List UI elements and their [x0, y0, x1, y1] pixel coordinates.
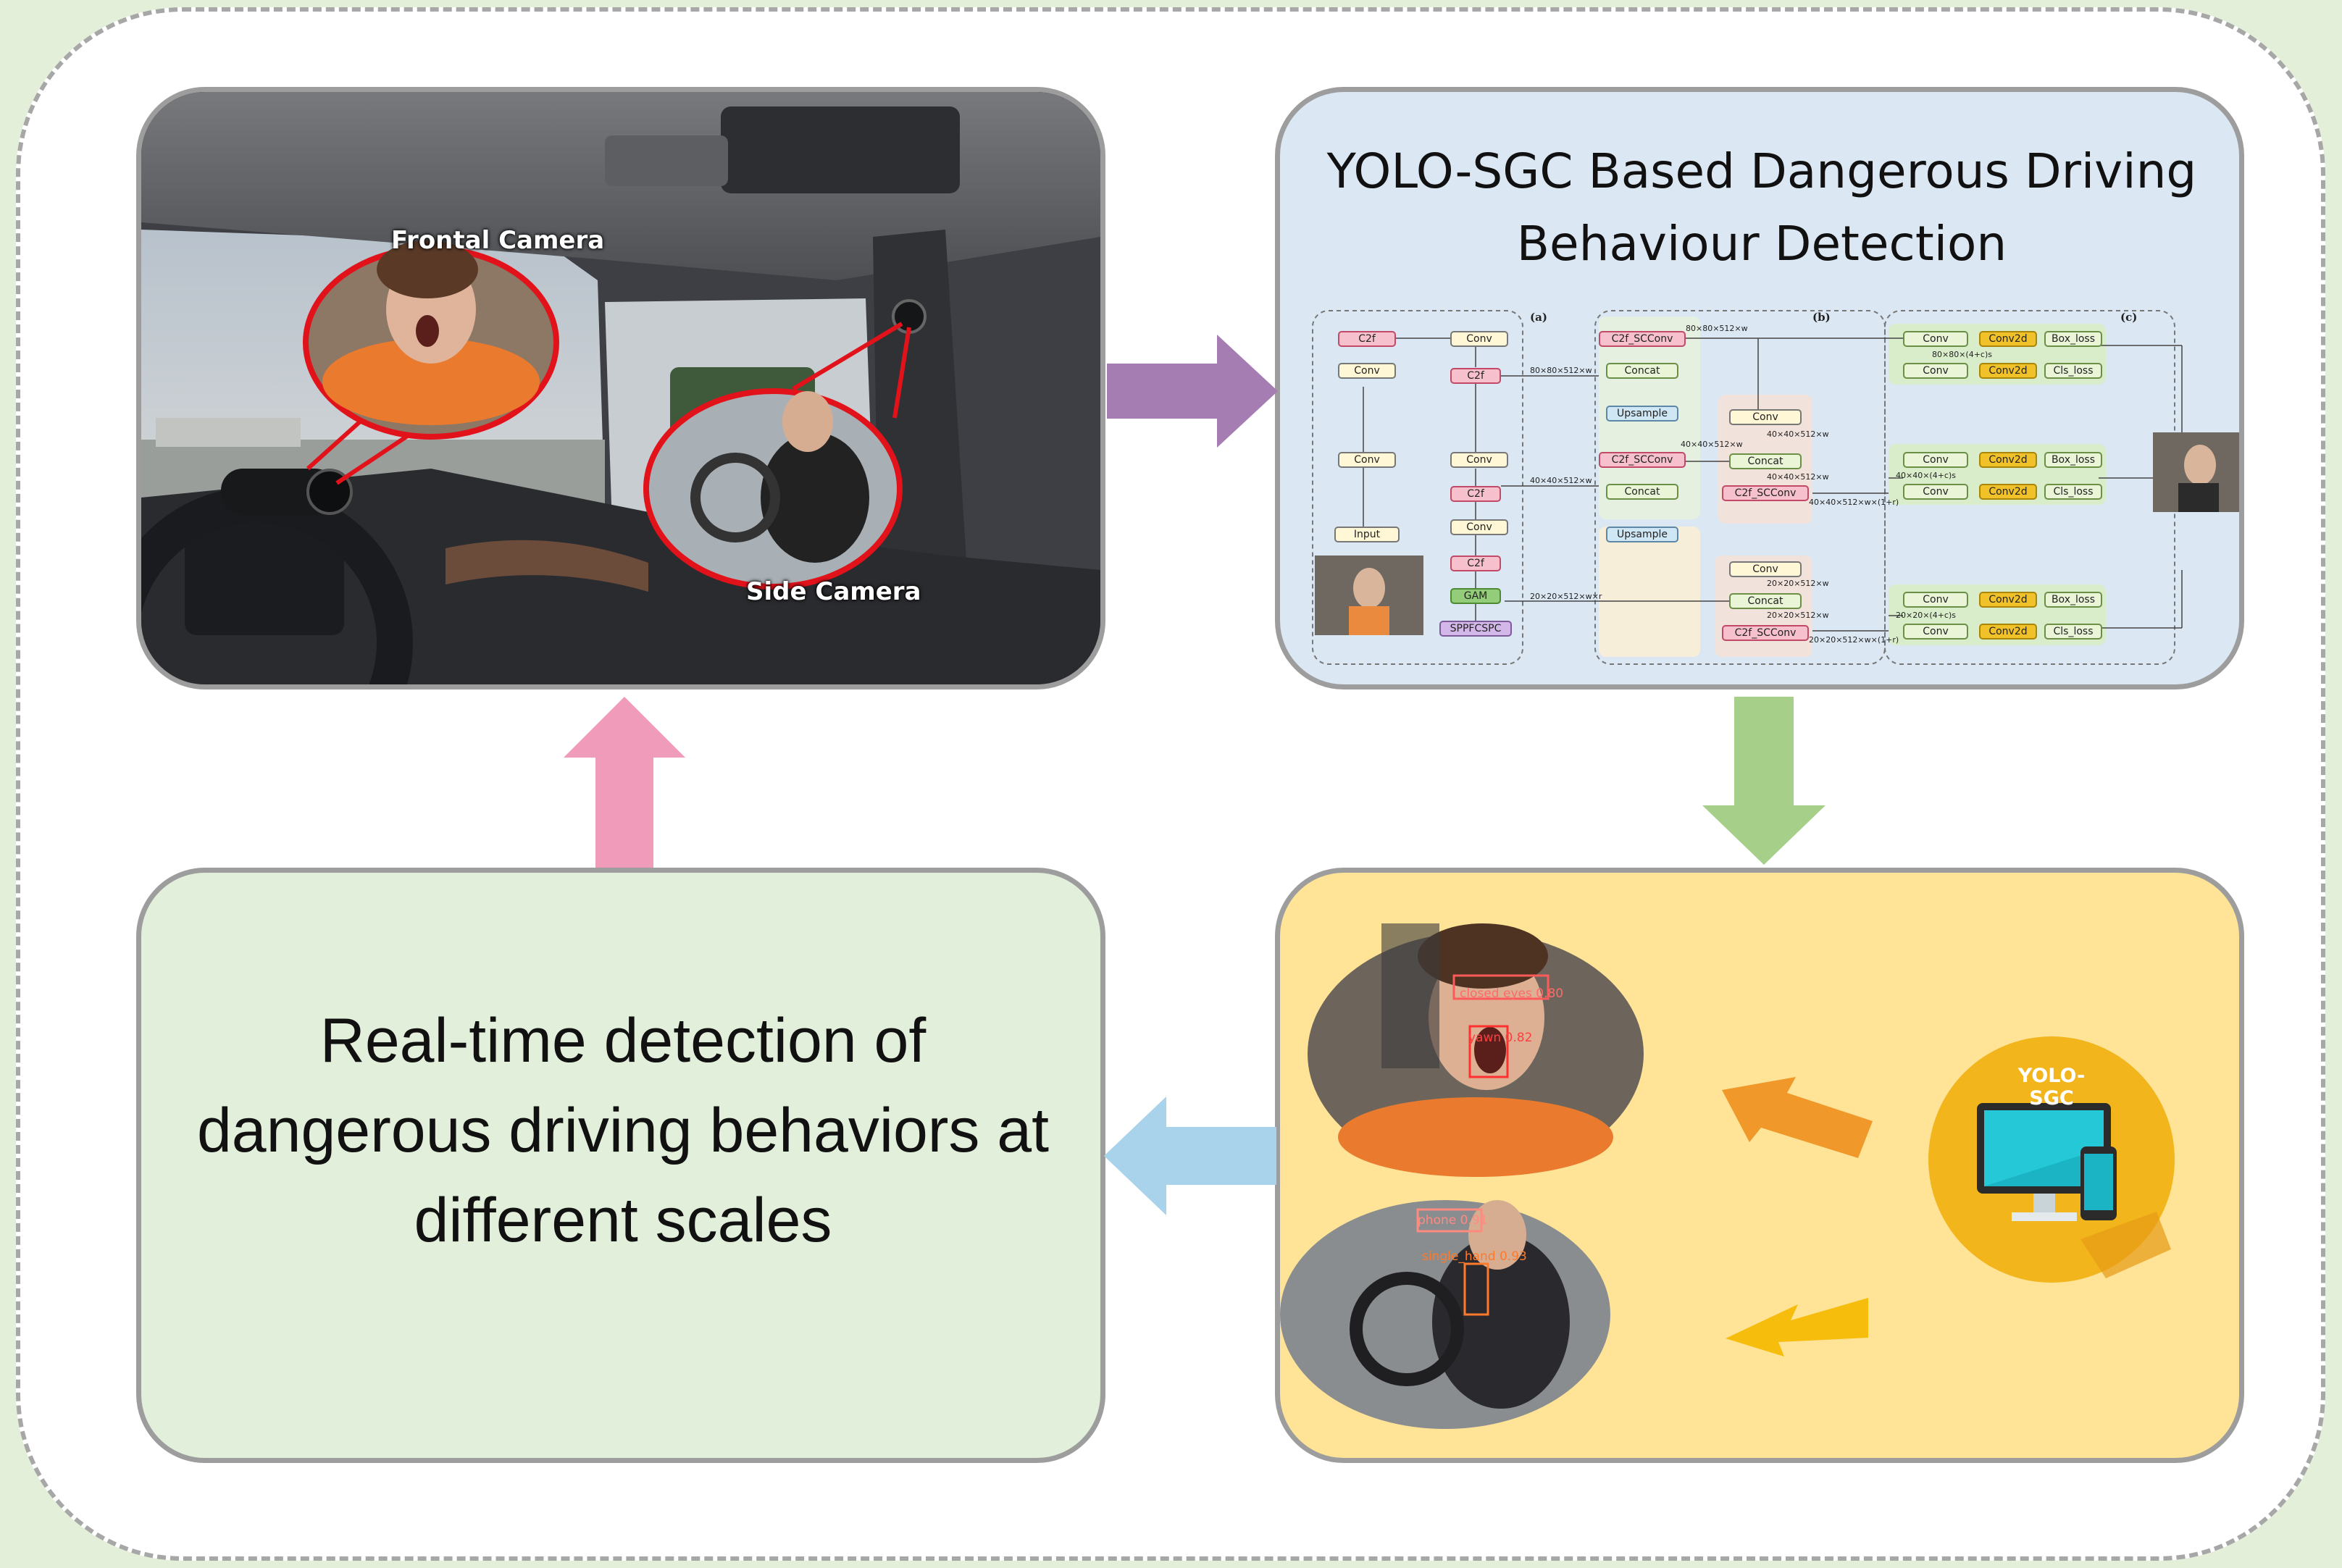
neck-concat-4: Concat — [1729, 593, 1802, 609]
section-b-label: (b) — [1812, 311, 1831, 324]
summary-panel: Real-time detection of dangerous driving… — [136, 868, 1105, 1463]
head-box-loss-2: Box_loss — [2044, 452, 2102, 468]
head-conv-2: Conv — [1903, 363, 1968, 379]
frontal-camera-label: Frontal Camera — [391, 226, 605, 255]
head-conv2d-5: Conv2d — [1979, 592, 2037, 608]
model-architecture-panel: YOLO-SGC Based Dangerous Driving Behavio… — [1275, 87, 2244, 689]
dim-neck-20r: 20×20×512×w×(1+r) — [1809, 635, 1899, 645]
neck-c2f-scconv-1: C2f_SCConv — [1599, 331, 1686, 347]
detection-yawn: yawn 0.82 — [1468, 1031, 1533, 1045]
dim-40: 40×40×512×w — [1530, 476, 1592, 485]
detection-phone: phone 0.91 — [1418, 1213, 1488, 1228]
dim-20r: 20×20×512×w×r — [1530, 592, 1602, 601]
neck-concat-1: Concat — [1606, 363, 1678, 379]
neck-upsample-2: Upsample — [1606, 527, 1678, 542]
summary-text: Real-time detection of dangerous driving… — [196, 1006, 1050, 1255]
head-conv-6: Conv — [1903, 624, 1968, 640]
dim-neck-40: 40×40×512×w — [1681, 440, 1743, 449]
head-cls-loss-3: Cls_loss — [2044, 624, 2102, 640]
neck-concat-2: Concat — [1606, 484, 1678, 500]
detection-results-panel: closed eyes 0.80 yawn 0.82 phone 0.91 si… — [1275, 868, 2244, 1463]
dim-head-40: 40×40×(4+c)s — [1896, 471, 1957, 480]
neck-c2f-scconv-2: C2f_SCConv — [1599, 452, 1686, 468]
backbone-c2f-4: C2f — [1450, 555, 1501, 571]
backbone-c2f-1: C2f — [1338, 331, 1396, 347]
neck-conv-2: Conv — [1729, 561, 1802, 577]
neck-conv-1: Conv — [1729, 409, 1802, 425]
head-cls-loss-2: Cls_loss — [2044, 484, 2102, 500]
backbone-c2f-3: C2f — [1450, 486, 1501, 502]
head-conv2d-3: Conv2d — [1979, 452, 2037, 468]
dim-80: 80×80×512×w — [1530, 366, 1592, 375]
neck-concat-3: Concat — [1729, 453, 1802, 469]
dim-neck-40c: 40×40×512×w — [1767, 472, 1829, 482]
detection-closed-eyes: closed eyes 0.80 — [1460, 986, 1564, 1001]
side-camera-label: Side Camera — [746, 577, 921, 606]
backbone-sppfcspc: SPPFCSPC — [1439, 621, 1512, 637]
head-conv2d-2: Conv2d — [1979, 363, 2037, 379]
head-conv2d-6: Conv2d — [1979, 624, 2037, 640]
head-box-loss-3: Box_loss — [2044, 592, 2102, 608]
car-interior-illustration — [141, 92, 1100, 684]
head-conv-1: Conv — [1903, 331, 1968, 347]
dim-head-20: 20×20×(4+c)s — [1896, 611, 1957, 620]
head-conv2d-1: Conv2d — [1979, 331, 2037, 347]
head-box-loss-1: Box_loss — [2044, 331, 2102, 347]
head-conv2d-4: Conv2d — [1979, 484, 2037, 500]
dim-neck-20b: 20×20×512×w — [1767, 611, 1829, 620]
backbone-gam: GAM — [1450, 588, 1501, 604]
dim-head-80: 80×80×(4+c)s — [1932, 350, 1993, 359]
dim-neck-40b: 40×40×512×w — [1767, 429, 1829, 439]
section-a-label: (a) — [1530, 311, 1547, 324]
backbone-c2f-2: C2f — [1450, 368, 1501, 384]
dim-neck-80: 80×80×512×w — [1686, 324, 1748, 333]
backbone-conv-3: Conv — [1450, 331, 1508, 347]
neck-c2f-scconv-3: C2f_SCConv — [1722, 485, 1809, 501]
backbone-conv-5: Conv — [1450, 519, 1508, 535]
detection-single-hand: single_hand 0.93 — [1422, 1249, 1527, 1264]
head-cls-loss-1: Cls_loss — [2044, 363, 2102, 379]
backbone-conv-2: Conv — [1338, 452, 1396, 468]
camera-setup-panel: Frontal Camera Side Camera — [136, 87, 1105, 689]
head-conv-5: Conv — [1903, 592, 1968, 608]
yolo-sgc-brand-label: YOLO-SGC — [2017, 1065, 2086, 1110]
detection-results-illustration — [1280, 923, 2175, 1429]
dim-neck-40r: 40×40×512×w×(1+r) — [1809, 498, 1899, 507]
model-title: YOLO-SGC Based Dangerous Driving Behavio… — [1326, 143, 2197, 272]
neck-c2f-scconv-4: C2f_SCConv — [1722, 625, 1809, 641]
backbone-conv-4: Conv — [1450, 452, 1508, 468]
head-conv-4: Conv — [1903, 484, 1968, 500]
head-conv-3: Conv — [1903, 452, 1968, 468]
section-c-label: (c) — [2120, 311, 2138, 324]
neck-upsample-1: Upsample — [1606, 406, 1678, 422]
dim-neck-20: 20×20×512×w — [1767, 579, 1829, 588]
backbone-conv-1: Conv — [1338, 363, 1396, 379]
backbone-input: Input — [1334, 527, 1400, 542]
